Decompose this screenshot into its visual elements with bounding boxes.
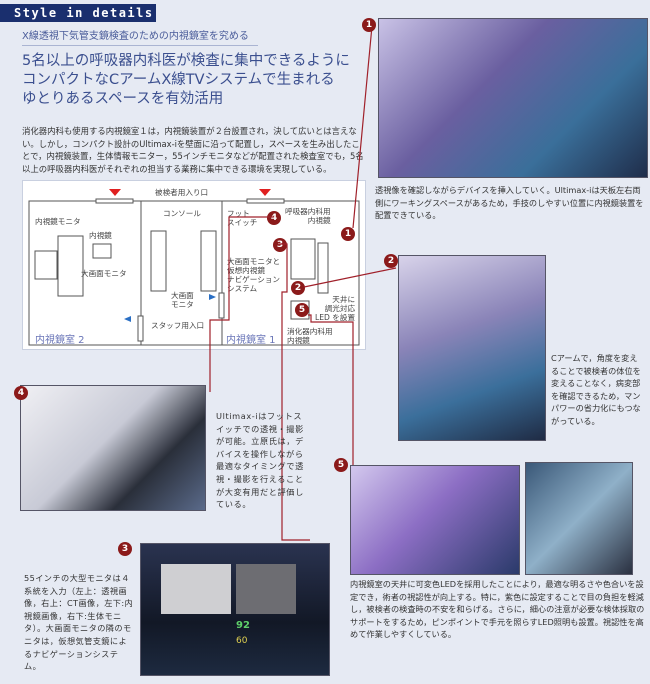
headline-line: 5名以上の呼吸器内科医が検査に集中できるように [22, 53, 350, 69]
caption-1: 透視像を確認しながらデバイスを挿入していく。Ultimax-iは天板左右両側にワ… [375, 185, 644, 221]
label-patient-entrance: 被検者用入り口 [155, 188, 209, 197]
marker-3: 3 [118, 542, 132, 556]
marker-3: 3 [273, 238, 287, 252]
vital-value: 60 [236, 636, 248, 646]
marker-5: 5 [295, 303, 309, 317]
lead-paragraph: 消化器内科も使用する内視鏡室１は，内視鏡装置が２台設置され，決して広いとは言えな… [22, 126, 364, 174]
label-led: 天井に 調光対応 LED を設置 [315, 295, 356, 322]
ct-image [236, 564, 296, 614]
marker-4: 4 [267, 211, 281, 225]
label-staff-entrance: スタッフ用入口 [151, 321, 205, 330]
divider [22, 45, 258, 46]
marker-2: 2 [384, 254, 398, 268]
headline-line: ゆとりあるスペースを有効活用 [22, 91, 224, 107]
caption-4: Ultimax-iはフットスイッチでの透視・撮影が可能。立原氏は，デバイスを操作… [216, 411, 304, 510]
floor-plan: 被検者用入り口 内視鏡モニタ 内視鏡 大画面モニタ コンソール 大画面 モニタ … [22, 180, 366, 350]
label-navigation: 大画面モニタと 仮想内視鏡 ナビゲーション システム [227, 257, 281, 293]
photo-c-arm [398, 255, 546, 441]
photo-foot-switch [20, 385, 206, 511]
photo-55inch-monitor: 92 60 [140, 543, 330, 676]
marker-1: 1 [341, 227, 355, 241]
label-big-monitor-mid: 大画面 モニタ [171, 291, 194, 309]
subtitle: X線透視下気管支鏡検査のための内視鏡室を究める [22, 31, 249, 42]
photo-endoscopy-room [378, 18, 648, 178]
room-2-label: 内視鏡室 2 [35, 335, 85, 346]
label-console: コンソール [163, 209, 201, 218]
marker-2: 2 [291, 281, 305, 295]
caption-5: 内視鏡室の天井に可変色LEDを採用したことにより，最適な明るさや色合いを設定でき… [350, 579, 645, 640]
caption-2: Cアームで，角度を変えることで被検者の体位を変えることなく，病変部を確認できるた… [551, 353, 641, 426]
headline: 5名以上の呼吸器内科医が検査に集中できるように コンパクトなCアームX線TVシス… [22, 52, 362, 109]
section-band: Style in details [0, 4, 156, 22]
label-endoscope: 内視鏡 [89, 231, 112, 240]
headline-line: コンパクトなCアームX線TVシステムで生まれる [22, 72, 335, 88]
caption-3: 55インチの大型モニタは４系統を入力（左上：透視画像，右上：CT画像，左下:内視… [24, 573, 134, 672]
label-foot-switch: フット スイッチ [227, 209, 258, 227]
label-endo-monitor: 内視鏡モニタ [35, 217, 81, 226]
marker-4: 4 [14, 386, 28, 400]
label-resp-endoscope: 呼吸器内科用 内視鏡 [285, 207, 331, 225]
vital-value: 92 [236, 620, 250, 631]
marker-5: 5 [334, 458, 348, 472]
photo-led-ceiling [350, 465, 520, 575]
marker-1: 1 [362, 18, 376, 32]
room-1-label: 内視鏡室 1 [226, 335, 276, 346]
fluoro-image [161, 564, 231, 614]
photo-led-control-panel [525, 462, 633, 575]
label-big-monitor: 大画面モニタ [81, 269, 127, 278]
label-gi-endoscope: 消化器内科用 内視鏡 [287, 327, 333, 345]
